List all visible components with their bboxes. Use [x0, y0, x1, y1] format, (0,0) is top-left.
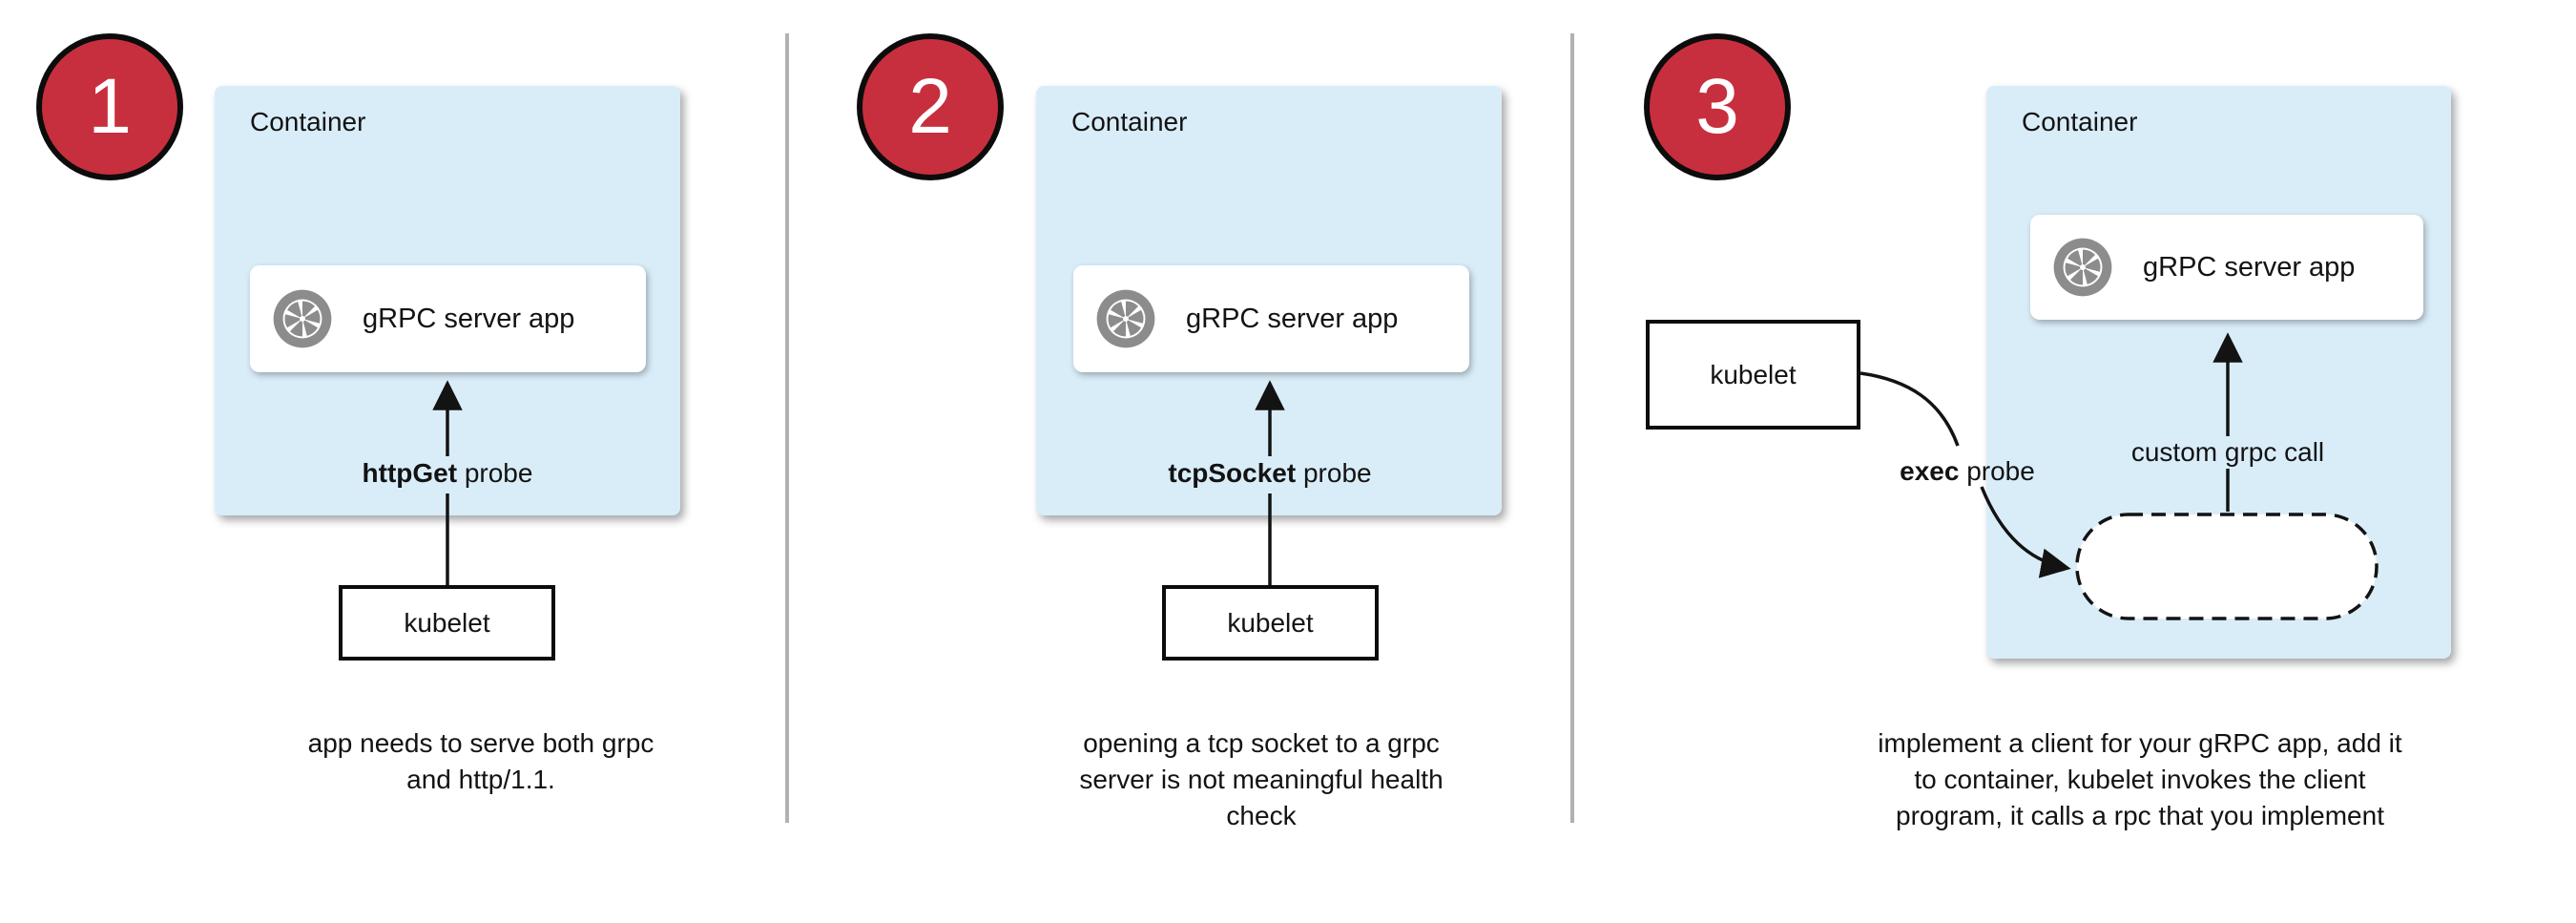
aperture-icon — [1096, 289, 1155, 348]
caption-1: app needs to serve both grpc and http/1.… — [214, 725, 748, 798]
column-divider — [1570, 33, 1574, 823]
grpc-test-client-pill-label: gRPC test client — [2075, 513, 2379, 620]
app-label: gRPC server app — [1186, 303, 1399, 334]
kubelet-label: kubelet — [404, 607, 490, 638]
caption-line: and http/1.1. — [406, 765, 555, 794]
caption-line: check — [1226, 801, 1297, 830]
kubelet-label: kubelet — [1710, 359, 1797, 389]
step-badge-1: 1 — [36, 33, 183, 180]
kubelet-box-3: kubelet — [1646, 320, 1860, 430]
app-label: gRPC server app — [363, 303, 575, 334]
column-divider — [785, 33, 789, 823]
caption-line: app needs to serve both grpc — [307, 728, 654, 758]
kubelet-box-2: kubelet — [1162, 585, 1379, 661]
probe-label-1: httpGet probe — [276, 458, 619, 489]
caption-line: opening a tcp socket to a grpc — [1083, 728, 1440, 758]
probe-type: tcpSocket — [1168, 458, 1297, 488]
caption-line: to container, kubelet invokes the client — [1914, 765, 2366, 794]
app-label: gRPC server app — [2143, 251, 2356, 283]
caption-3: implement a client for your gRPC app, ad… — [1825, 725, 2455, 834]
caption-2: opening a tcp socket to a grpc server is… — [994, 725, 1528, 834]
grpc-server-app-box-1: gRPC server app — [250, 265, 646, 372]
probe-word: probe — [457, 458, 533, 488]
probe-label-3: exec probe — [1796, 456, 2139, 487]
exec-probe-curve-upper — [1859, 371, 1960, 447]
probe-type: httpGet — [362, 458, 458, 488]
test-client-label: gRPC test client — [2128, 551, 2326, 581]
kubelet-box-1: kubelet — [339, 585, 555, 661]
aperture-icon — [273, 289, 332, 348]
probe-word: probe — [1959, 456, 2035, 486]
caption-line: program, it calls a rpc that you impleme… — [1896, 801, 2384, 830]
kubelet-label: kubelet — [1227, 607, 1314, 638]
caption-line: server is not meaningful health — [1079, 765, 1444, 794]
step-badge-3: 3 — [1644, 33, 1791, 180]
custom-grpc-call-label: custom grpc call — [2130, 437, 2325, 467]
aperture-icon — [2053, 238, 2112, 297]
container-label: Container — [250, 107, 366, 136]
grpc-server-app-box-3: gRPC server app — [2030, 215, 2423, 320]
probe-label-2: tcpSocket probe — [1098, 458, 1442, 489]
grpc-server-app-box-2: gRPC server app — [1073, 265, 1469, 372]
container-label: Container — [1071, 107, 1188, 136]
step-badge-2: 2 — [857, 33, 1004, 180]
caption-line: implement a client for your gRPC app, ad… — [1878, 728, 2402, 758]
probe-word: probe — [1296, 458, 1372, 488]
container-label: Container — [2022, 107, 2138, 136]
probe-type: exec — [1900, 456, 1960, 486]
